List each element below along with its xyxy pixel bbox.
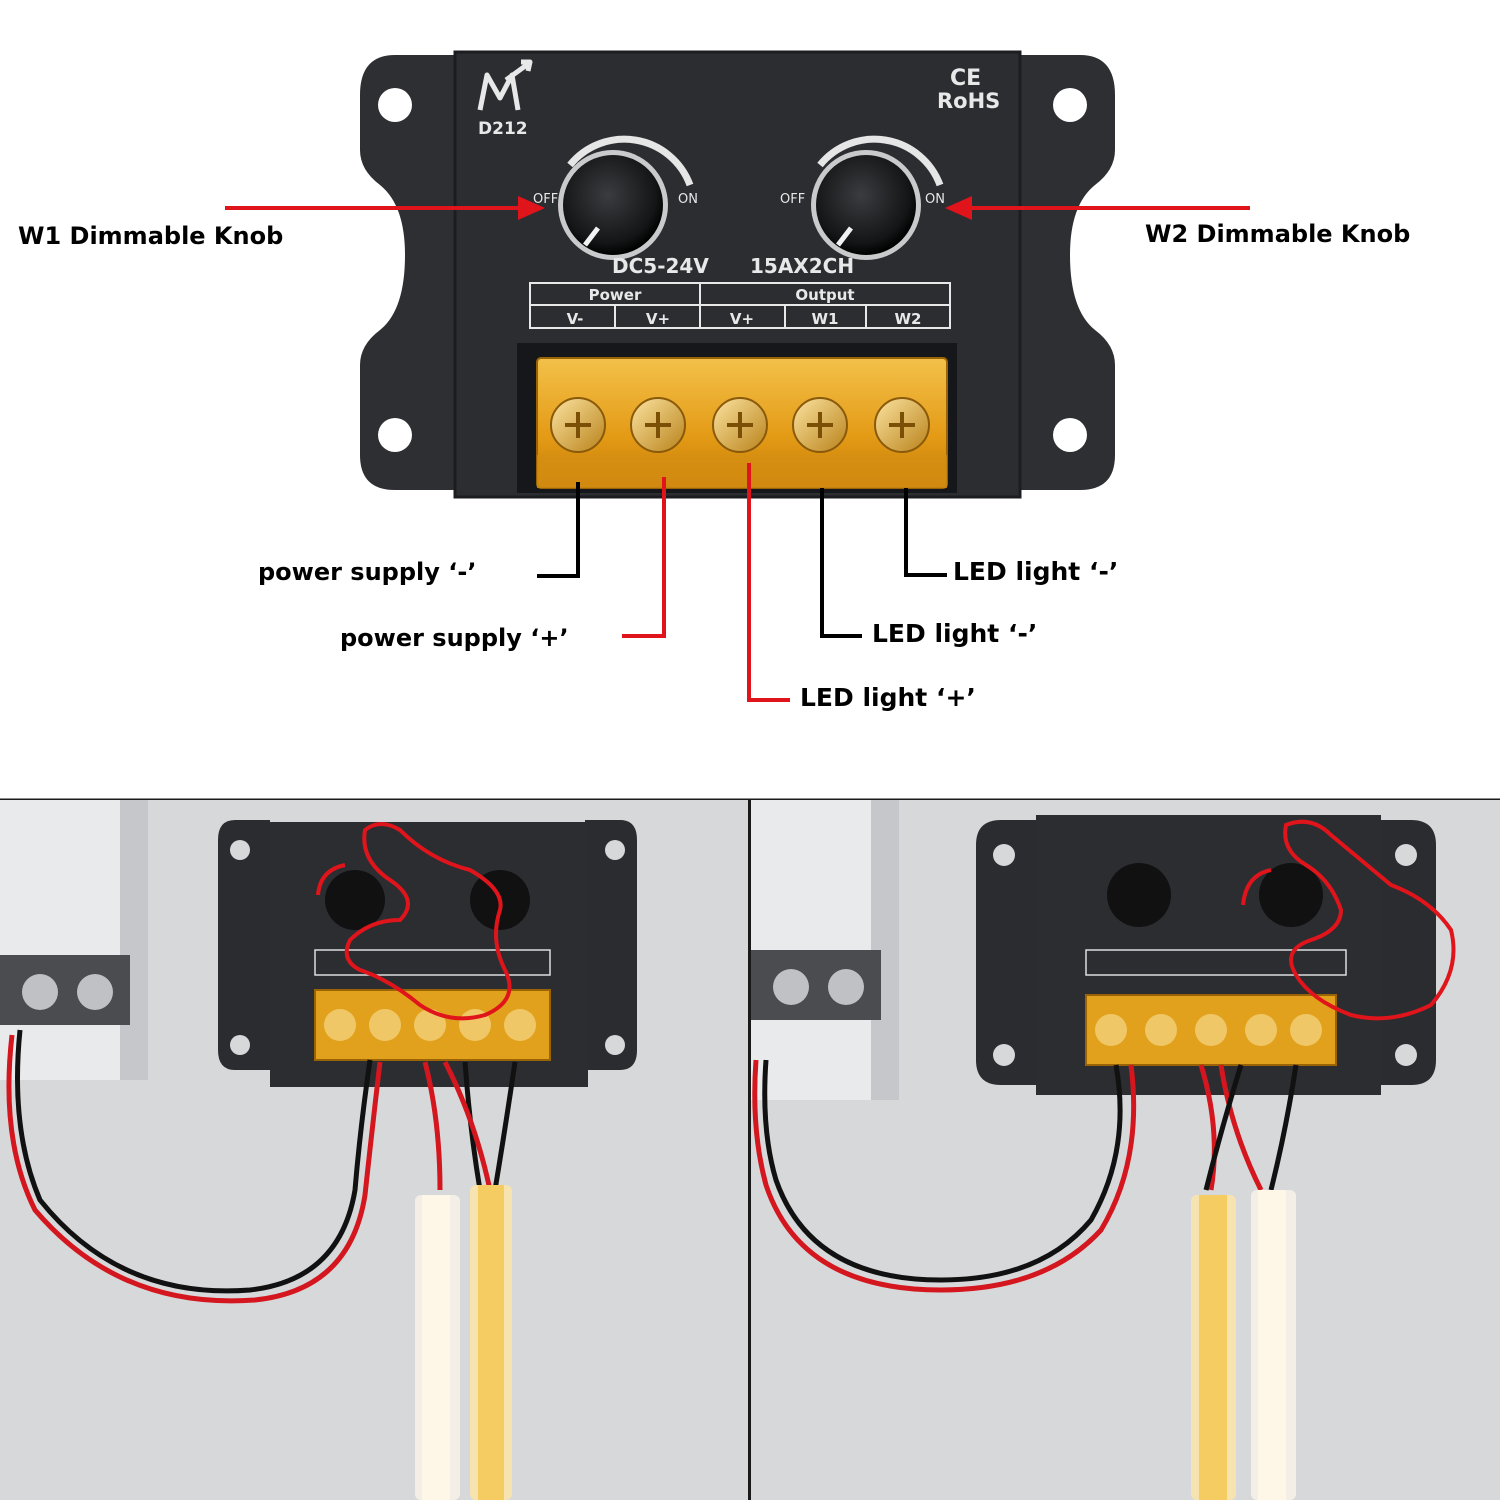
table-terminal-label: V+ <box>646 310 670 328</box>
w2-off-label: OFF <box>780 192 805 207</box>
w2-knob-arrow <box>945 196 1250 220</box>
rating-voltage: DC5-24V <box>612 254 709 278</box>
led-minus-w1-leader <box>820 488 862 638</box>
table-terminal-label: V+ <box>730 310 754 328</box>
w1-knob-arrow <box>225 196 545 220</box>
power-plus-callout: power supply ‘+’ <box>340 624 569 652</box>
led-minus-w1-callout: LED light ‘-’ <box>872 619 1038 648</box>
led-plus-leader <box>747 463 790 702</box>
power-minus-callout: power supply ‘-’ <box>258 558 477 586</box>
terminal-screw <box>712 397 768 453</box>
terminal-screw <box>792 397 848 453</box>
brand-logo <box>477 59 533 111</box>
terminal-screw <box>874 397 930 453</box>
table-group-power: Power <box>589 286 642 304</box>
mounting-flange-right <box>1020 55 1115 490</box>
power-minus-leader <box>537 482 580 578</box>
photo-w2-adjusted <box>751 800 1500 1500</box>
w1-knob-callout: W1 Dimmable Knob <box>18 222 284 250</box>
w1-off-label: OFF <box>533 192 558 207</box>
w2-on-label: ON <box>925 192 945 207</box>
terminal-screw <box>550 397 606 453</box>
power-plus-leader <box>622 477 666 638</box>
table-terminal-label: W2 <box>895 310 922 328</box>
led-minus-w2-callout: LED light ‘-’ <box>953 557 1119 586</box>
led-plus-callout: LED light ‘+’ <box>800 683 976 712</box>
table-terminal-label: V- <box>567 310 584 328</box>
led-minus-w2-leader <box>904 488 947 577</box>
rating-current: 15AX2CH <box>750 254 854 278</box>
table-group-output: Output <box>795 286 854 304</box>
table-terminal-label: W1 <box>812 310 839 328</box>
w2-knob-callout: W2 Dimmable Knob <box>1145 220 1411 248</box>
photo-w1-adjusted <box>0 800 748 1500</box>
ce-mark: CE <box>950 66 981 91</box>
photo-divider <box>748 800 751 1500</box>
rohs-mark: RoHS <box>937 89 1000 113</box>
terminal-table <box>529 282 951 329</box>
mounting-flange-left <box>360 55 455 490</box>
model-label: D212 <box>478 119 528 139</box>
w1-on-label: ON <box>678 192 698 207</box>
terminal-screw <box>630 397 686 453</box>
w1-knob[interactable] <box>558 135 694 260</box>
w2-knob[interactable] <box>811 135 944 260</box>
